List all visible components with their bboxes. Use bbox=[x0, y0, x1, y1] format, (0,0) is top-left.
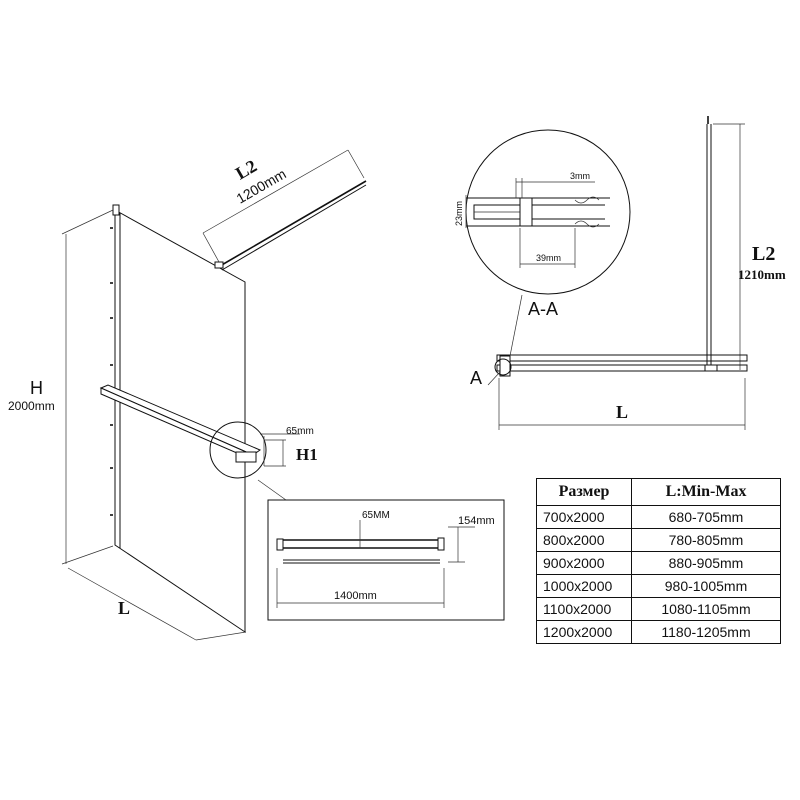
h1-detail-circle bbox=[209, 421, 267, 479]
top-l-label: L bbox=[616, 402, 628, 422]
range-cell: 780-805mm bbox=[631, 528, 781, 552]
range-cell: 1180-1205mm bbox=[631, 620, 781, 644]
l-label: L bbox=[118, 598, 130, 618]
h1-value: 65mm bbox=[286, 426, 314, 437]
detail-top-dim: 65MM bbox=[362, 510, 390, 521]
header-l-range: L:Min-Max bbox=[631, 478, 781, 506]
range-cell: 1080-1105mm bbox=[631, 597, 781, 621]
header-size: Размер bbox=[536, 478, 632, 506]
section-label: A-A bbox=[528, 299, 558, 319]
size-cell: 1200x2000 bbox=[536, 620, 632, 644]
size-cell: 800x2000 bbox=[536, 528, 632, 552]
range-cell: 680-705mm bbox=[631, 505, 781, 529]
detail-side-dim: 154mm bbox=[458, 515, 495, 527]
top-l2-value: 1210mm bbox=[738, 267, 786, 282]
top-23mm: 23mm bbox=[454, 201, 464, 226]
towel-bar bbox=[99, 384, 262, 456]
size-cell: 700x2000 bbox=[536, 505, 632, 529]
support-arm bbox=[219, 180, 367, 267]
table-header-row: Размер L:Min-Max bbox=[536, 478, 781, 506]
size-cell: 900x2000 bbox=[536, 551, 632, 575]
top-3mm: 3mm bbox=[570, 171, 590, 181]
range-cell: 980-1005mm bbox=[631, 574, 781, 598]
detail-length-dim: 1400mm bbox=[334, 590, 377, 602]
top-view: 3mm 23mm 39mm A-A A L2 1210mm L bbox=[454, 116, 786, 430]
top-glass bbox=[496, 354, 748, 362]
towel-bar-detail: 65MM 154mm 1400mm bbox=[267, 499, 505, 621]
h-label: H bbox=[30, 378, 43, 398]
h-value: 2000mm bbox=[8, 399, 55, 413]
isometric-view: L2 1200mm H 2000mm L 65mm H1 bbox=[8, 149, 367, 641]
h1-label: H1 bbox=[296, 445, 318, 464]
size-cell: 1000x2000 bbox=[536, 574, 632, 598]
top-39mm: 39mm bbox=[536, 253, 561, 263]
detail-box bbox=[267, 499, 505, 621]
top-l2-label: L2 bbox=[752, 243, 775, 265]
range-cell: 880-905mm bbox=[631, 551, 781, 575]
size-cell: 1100x2000 bbox=[536, 597, 632, 621]
point-label: A bbox=[470, 368, 482, 388]
